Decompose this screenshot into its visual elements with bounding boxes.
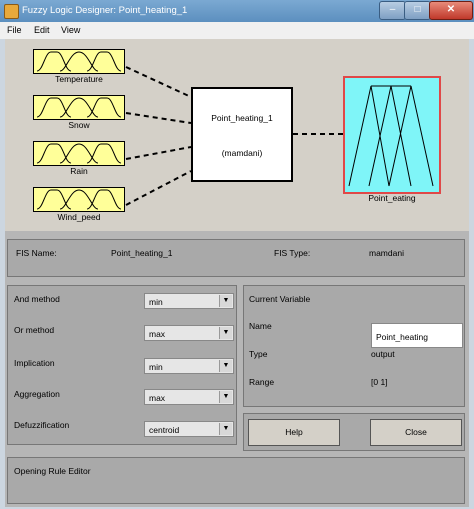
input-wind-speed[interactable]: Wind_peed <box>33 187 125 222</box>
title-bar[interactable]: Fuzzy Logic Designer: Point_heating_1 – … <box>0 0 474 22</box>
select-value: min <box>149 362 163 372</box>
fis-type-label: FIS Type: <box>274 248 311 258</box>
input-snow[interactable]: Snow <box>33 95 125 130</box>
select-value: max <box>149 393 166 403</box>
select-value: centroid <box>149 425 180 435</box>
triangular-membership-functions-icon <box>348 85 434 187</box>
variable-type-value: output <box>371 349 395 359</box>
select-value: max <box>149 329 166 339</box>
system-name: Point_heating_1 <box>211 113 273 123</box>
input-label: Wind_peed <box>57 212 101 222</box>
menu-file[interactable]: File <box>7 25 22 35</box>
fis-info-bar: FIS Name: Point_heating_1 FIS Type: mamd… <box>7 239 465 277</box>
client-area: Temperature Snow <box>5 39 469 507</box>
methods-group: And method min ▼ Or method max ▼ Implica… <box>7 285 237 445</box>
chevron-down-icon: ▼ <box>219 360 232 372</box>
select-value: min <box>149 297 163 307</box>
variable-range-label: Range <box>249 377 275 387</box>
variable-name-label: Name <box>249 321 272 331</box>
input-label: Rain <box>70 166 88 176</box>
matlab-app-icon <box>4 4 19 19</box>
status-text: Opening Rule Editor <box>14 466 91 476</box>
wire-temperature <box>125 66 192 98</box>
system-type: (mamdani) <box>221 148 263 158</box>
output-label: Point_eating <box>368 193 416 203</box>
wire-wind <box>125 170 192 206</box>
and-method-select[interactable]: min ▼ <box>144 293 234 309</box>
membership-functions-icon <box>33 187 125 212</box>
implication-select[interactable]: min ▼ <box>144 358 234 374</box>
fis-type-value: mamdani <box>369 248 404 258</box>
chevron-down-icon: ▼ <box>219 295 232 307</box>
or-method-label: Or method <box>14 325 55 335</box>
chevron-down-icon: ▼ <box>219 423 232 435</box>
variable-range-value: [0 1] <box>371 377 388 387</box>
chevron-down-icon: ▼ <box>219 327 232 339</box>
current-variable-heading: Current Variable <box>249 294 311 304</box>
implication-label: Implication <box>14 358 55 368</box>
minimize-button[interactable]: – <box>379 1 406 20</box>
input-label: Temperature <box>55 74 103 84</box>
chevron-down-icon: ▼ <box>219 391 232 403</box>
membership-functions-icon <box>33 95 125 120</box>
fis-name-value: Point_heating_1 <box>111 248 173 258</box>
fis-name-label: FIS Name: <box>16 248 57 258</box>
button-bar: Help Close <box>243 413 465 451</box>
menu-bar: File Edit View <box>0 22 474 39</box>
current-variable-group: Current Variable Name Point_heating Type… <box>243 285 465 407</box>
input-rain[interactable]: Rain <box>33 141 125 176</box>
output-point-heating[interactable] <box>343 76 441 194</box>
fis-system-block[interactable]: Point_heating_1 (mamdani) <box>191 87 293 182</box>
and-method-label: And method <box>14 294 60 304</box>
menu-view[interactable]: View <box>61 25 81 35</box>
defuzzification-label: Defuzzification <box>14 420 70 430</box>
status-bar: Opening Rule Editor <box>7 457 465 504</box>
wire-rain <box>125 146 192 160</box>
aggregation-select[interactable]: max ▼ <box>144 389 234 405</box>
close-button[interactable]: Close <box>370 419 462 446</box>
properties-panel: FIS Name: Point_heating_1 FIS Type: mamd… <box>5 231 469 507</box>
maximize-button[interactable]: □ <box>404 1 431 20</box>
input-temperature[interactable]: Temperature <box>33 49 125 84</box>
variable-name-input[interactable]: Point_heating <box>371 323 463 348</box>
variable-name-value: Point_heating <box>376 332 428 342</box>
window-title: Fuzzy Logic Designer: Point_heating_1 <box>22 5 188 16</box>
input-label: Snow <box>68 120 90 130</box>
close-window-button[interactable]: ✕ <box>429 1 473 20</box>
defuzzification-select[interactable]: centroid ▼ <box>144 421 234 437</box>
wire-snow <box>125 112 192 124</box>
menu-edit[interactable]: Edit <box>34 25 50 35</box>
or-method-select[interactable]: max ▼ <box>144 325 234 341</box>
fis-diagram: Temperature Snow <box>5 39 469 231</box>
connection-lines <box>125 66 343 206</box>
aggregation-label: Aggregation <box>14 389 60 399</box>
help-button[interactable]: Help <box>248 419 340 446</box>
membership-functions-icon <box>33 141 125 166</box>
variable-type-label: Type <box>249 349 268 359</box>
membership-functions-icon <box>33 49 125 74</box>
